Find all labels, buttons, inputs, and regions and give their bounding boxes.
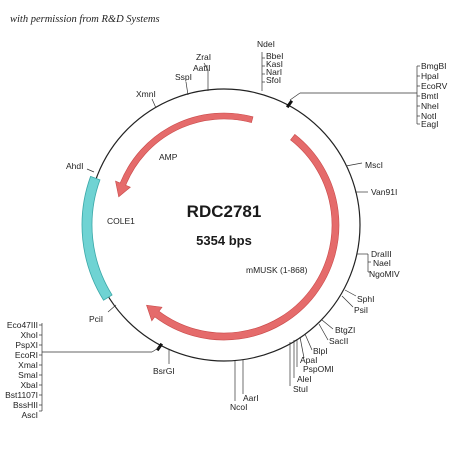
site-group-sphi — [341, 289, 357, 308]
site-sphi: SphI — [357, 294, 375, 304]
site-ecori: EcoRI — [15, 350, 38, 360]
musk-feature-arrow — [146, 133, 340, 341]
site-van91i: Van91I — [371, 187, 397, 197]
site-aatii: AatII — [193, 63, 210, 73]
site-pspxi: PspXI — [15, 340, 38, 350]
site-xmai: XmaI — [18, 360, 38, 370]
site-ahdi-tick — [86, 168, 95, 173]
site-btgzi: BtgZI — [335, 325, 355, 335]
site-msci-tick — [345, 162, 363, 167]
site-bmti: BmtI — [421, 91, 438, 101]
site-aari: AarI — [243, 393, 259, 403]
site-pcii-tick — [107, 304, 117, 313]
site-xmni: XmnI — [136, 89, 156, 99]
musk-label: mMUSK (1-868) — [246, 265, 308, 275]
plasmid-size: 5354 bps — [196, 233, 252, 248]
site-eagi: EagI — [421, 119, 439, 129]
site-smai: SmaI — [18, 370, 38, 380]
site-pspomi: PspOMI — [303, 364, 334, 374]
site-group-btgzi — [318, 319, 334, 341]
site-pcii: PciI — [89, 314, 103, 324]
site-alei: AleI — [297, 374, 312, 384]
site-xbai: XbaI — [21, 380, 39, 390]
site-bbei: BbeI — [266, 51, 284, 61]
cole1-label: COLE1 — [107, 216, 135, 226]
site-noti: NotI — [421, 111, 437, 121]
site-kasi: KasI — [266, 59, 283, 69]
site-sacii: SacII — [329, 336, 348, 346]
site-ahdi: AhdI — [66, 161, 84, 171]
site-xmni-tick — [151, 98, 157, 109]
mcs-block-top — [285, 99, 294, 109]
site-psii: PsiI — [354, 305, 368, 315]
site-nari: NarI — [266, 67, 282, 77]
site-group-lower — [289, 333, 313, 386]
site-nhei: NheI — [421, 101, 439, 111]
site-sspi: SspI — [175, 72, 192, 82]
site-hpai: HpaI — [421, 71, 439, 81]
site-stui: StuI — [293, 384, 308, 394]
site-draiii: DraIII — [371, 249, 392, 259]
site-ndei: NdeI — [257, 39, 275, 49]
site-naei: NaeI — [373, 258, 391, 268]
site-group-left-box — [39, 323, 161, 412]
site-xhoi: XhoI — [21, 330, 39, 340]
cole1-feature-arc — [81, 175, 113, 301]
amp-label: AMP — [159, 152, 178, 162]
site-bsshii: BssHII — [13, 400, 38, 410]
site-bsrgi: BsrGI — [153, 366, 175, 376]
site-apai: ApaI — [300, 355, 318, 365]
site-bmgbi: BmgBI — [421, 61, 447, 71]
site-ecorv: EcoRV — [421, 81, 448, 91]
site-group-top — [261, 52, 265, 91]
amp-feature-arrow — [115, 112, 254, 198]
site-sspi-tick — [185, 81, 189, 96]
site-ngomiv: NgoMIV — [369, 269, 400, 279]
credit-text: with permission from R&D Systems — [10, 14, 160, 25]
site-eco47iii: Eco47III — [7, 320, 38, 330]
site-sfoi: SfoI — [266, 75, 281, 85]
site-zrai: ZraI — [196, 52, 211, 62]
site-group-draiii — [357, 253, 371, 273]
plasmid-name: RDC2781 — [187, 202, 262, 221]
site-asci: AscI — [21, 410, 38, 420]
site-blpi: BlpI — [313, 346, 328, 356]
site-group-zrai — [203, 62, 209, 91]
site-bst1107i: Bst1107I — [5, 390, 38, 400]
site-ncoi: NcoI — [230, 402, 247, 412]
site-msci: MscI — [365, 160, 383, 170]
site-group-right-box — [289, 65, 420, 125]
